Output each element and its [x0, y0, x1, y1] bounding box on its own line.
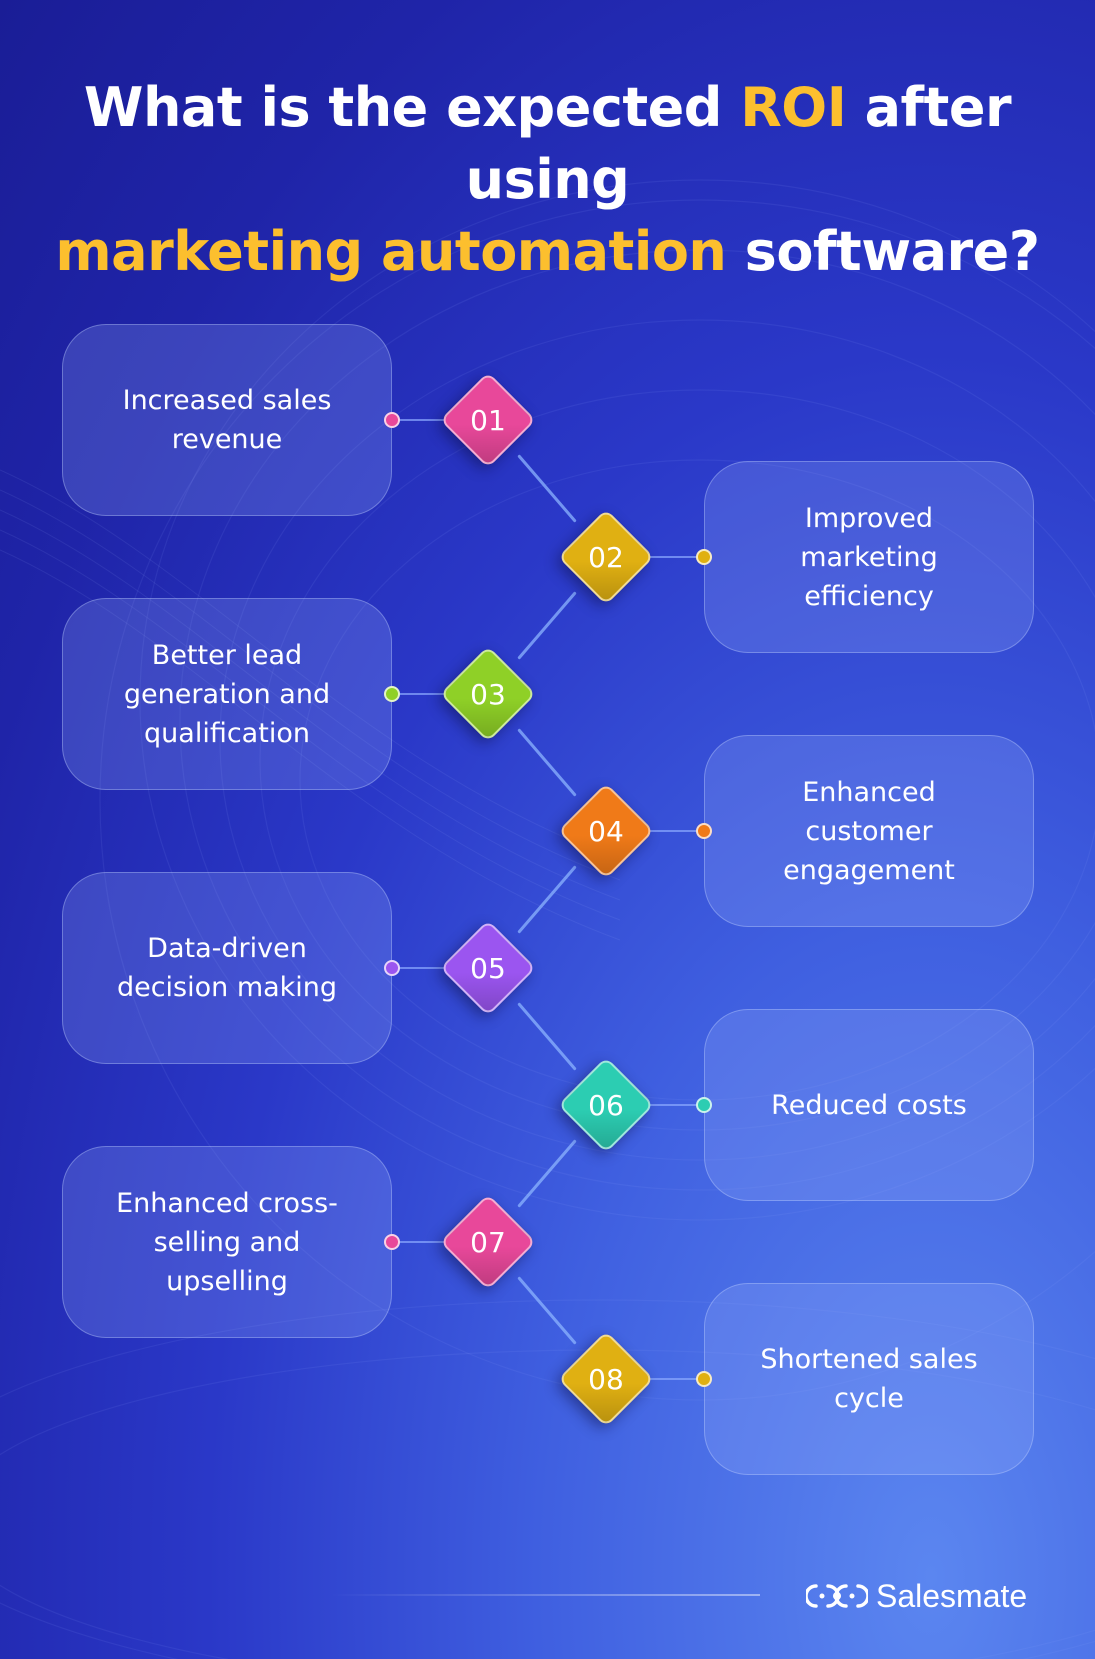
step-label: Reduced costs	[771, 1089, 967, 1121]
step-label: Better lead generation and qualification	[123, 639, 331, 749]
step-number: 01	[470, 403, 506, 437]
brand-logo: Salesmate	[806, 1574, 1027, 1618]
connector-dot-04	[696, 823, 712, 839]
step-label: Enhanced customer engagement	[783, 776, 955, 886]
step-label: Shortened sales cycle	[760, 1344, 978, 1414]
step-number: 04	[588, 814, 624, 848]
zigzag-link-7	[517, 1276, 577, 1345]
step-number: 05	[470, 951, 506, 985]
connector-dot-03	[384, 686, 400, 702]
step-label: Enhanced cross-selling and upselling	[116, 1187, 338, 1297]
step-card-02: Improved marketing efficiency	[704, 461, 1034, 653]
step-number: 06	[588, 1088, 624, 1122]
zigzag-link-2	[517, 591, 577, 660]
step-number: 08	[588, 1362, 624, 1396]
step-card-01: Increased sales revenue	[62, 324, 392, 516]
title-highlight-automation: marketing automation	[55, 220, 727, 283]
step-label: Increased sales revenue	[122, 385, 332, 455]
title-line-2: marketing automation software?	[55, 220, 1040, 283]
step-card-08: Shortened sales cycle	[704, 1283, 1034, 1475]
connector-dot-06	[696, 1097, 712, 1113]
salesmate-logo-icon	[806, 1584, 868, 1608]
step-card-07: Enhanced cross-selling and upselling	[62, 1146, 392, 1338]
title-highlight-roi: ROI	[740, 76, 847, 139]
connector-dot-05	[384, 960, 400, 976]
step-number: 03	[470, 677, 506, 711]
step-number: 02	[588, 540, 624, 574]
step-card-05: Data-driven decision making	[62, 872, 392, 1064]
zigzag-link-4	[517, 865, 577, 934]
connector-dot-01	[384, 412, 400, 428]
zigzag-link-3	[517, 728, 577, 797]
step-diamond-07: 07	[439, 1193, 537, 1291]
step-diamond-02: 02	[557, 508, 655, 606]
step-card-06: Reduced costs	[704, 1009, 1034, 1201]
zigzag-link-6	[517, 1139, 577, 1208]
brand-name: Salesmate	[876, 1577, 1028, 1614]
step-diamond-05: 05	[439, 919, 537, 1017]
step-diamond-08: 08	[557, 1330, 655, 1428]
step-label: Improved marketing efficiency	[800, 502, 938, 612]
page-title: What is the expected ROI after using mar…	[0, 72, 1095, 288]
step-label: Data-driven decision making	[116, 933, 338, 1003]
step-diamond-01: 01	[439, 371, 537, 469]
connector-dot-07	[384, 1234, 400, 1250]
step-diamond-03: 03	[439, 645, 537, 743]
footer-divider	[330, 1594, 760, 1596]
zigzag-link-1	[517, 454, 577, 523]
connector-dot-08	[696, 1371, 712, 1387]
step-card-04: Enhanced customer engagement	[704, 735, 1034, 927]
connector-dot-02	[696, 549, 712, 565]
step-number: 07	[470, 1225, 506, 1259]
zigzag-link-5	[517, 1002, 577, 1071]
step-diamond-04: 04	[557, 782, 655, 880]
title-line-1: What is the expected ROI after using	[83, 76, 1012, 211]
step-card-03: Better lead generation and qualification	[62, 598, 392, 790]
step-diamond-06: 06	[557, 1056, 655, 1154]
